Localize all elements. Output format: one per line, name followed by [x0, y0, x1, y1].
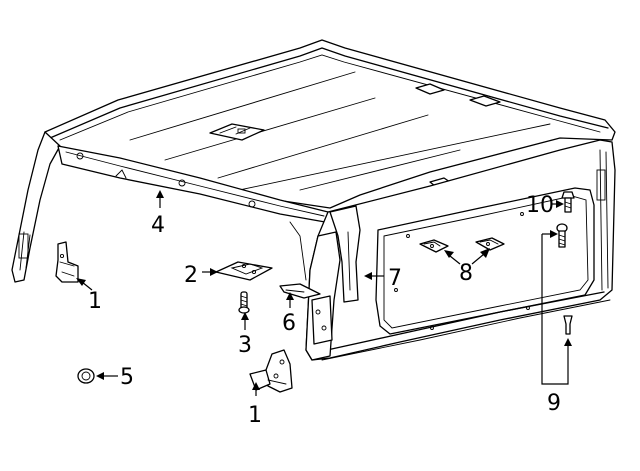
part-5-grommet: 5: [77, 365, 134, 390]
callout-4: 4: [151, 213, 165, 238]
callout-7: 7: [388, 266, 402, 291]
callout-10: 10: [526, 193, 554, 218]
part-3-screw: 3: [238, 291, 252, 358]
callout-3: 3: [238, 333, 252, 358]
part-9-fasteners: 9: [541, 223, 573, 416]
part-1-hinge-bracket-left: 1: [55, 241, 102, 314]
callout-2: 2: [184, 263, 198, 288]
callout-5: 5: [120, 365, 134, 390]
callout-8: 8: [459, 261, 473, 286]
part-4-callout: 4: [151, 190, 165, 238]
part-2-mount-plate: 2: [184, 261, 273, 288]
callout-1-upper: 1: [88, 289, 102, 314]
part-6-retainer-clip: 6: [279, 283, 321, 336]
callout-9: 9: [547, 391, 561, 416]
callout-1-lower: 1: [248, 403, 262, 428]
callout-6: 6: [282, 311, 296, 336]
part-8-latch-brackets: 8: [419, 237, 505, 286]
part-10-bolt: 10: [526, 191, 575, 218]
part-1-hinge-bracket-lower: 1: [248, 349, 293, 428]
hardtop-shell: [11, 39, 616, 361]
part-7-pillar-trim: 7: [329, 205, 402, 303]
